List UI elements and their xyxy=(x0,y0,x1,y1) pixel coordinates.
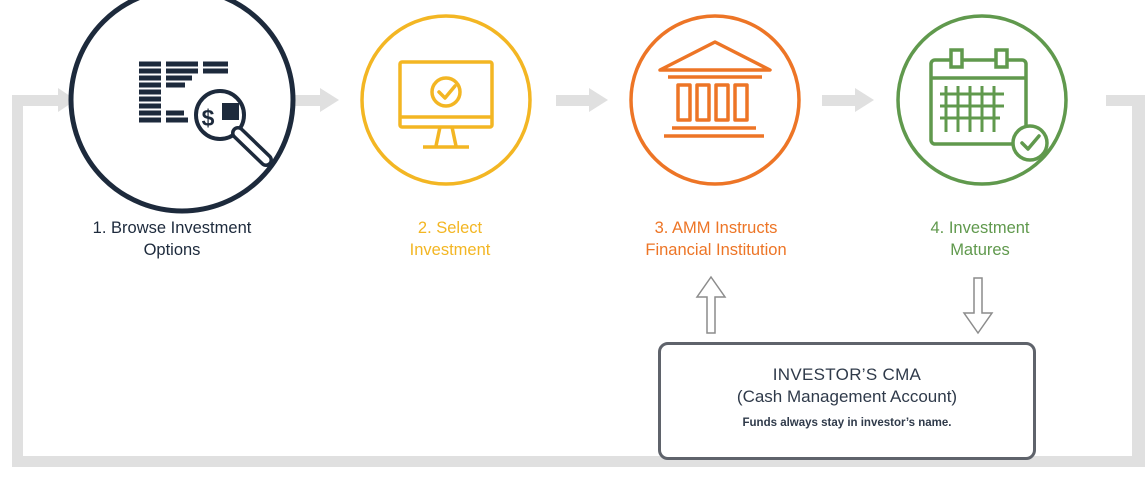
cma-box: INVESTOR’S CMA (Cash Management Account)… xyxy=(658,342,1036,460)
step-3-label: 3. AMM Instructs Financial Institution xyxy=(596,217,836,261)
step-3-node xyxy=(629,14,801,186)
step-4-node xyxy=(896,14,1068,186)
connector-arrow-1-2 xyxy=(287,88,339,112)
monitor-check-icon xyxy=(398,60,494,149)
step-4-label-line1: 4. Investment xyxy=(930,219,1030,237)
return-loop-track xyxy=(12,95,1145,467)
step-3-label-line1: 3. AMM Instructs xyxy=(654,219,778,237)
step-2-label: 2. Select Investment xyxy=(330,217,570,261)
step-2-label-line2: Investment xyxy=(409,241,491,259)
funds-up-arrow xyxy=(695,275,727,334)
connector-arrow-3-4 xyxy=(822,88,874,112)
connector-arrow-loop-start xyxy=(58,88,76,112)
step-1-label-line2: Options xyxy=(143,241,201,259)
step-3-label-line2: Financial Institution xyxy=(645,241,787,259)
cma-note: Funds always stay in investor’s name. xyxy=(742,417,952,429)
step-1-node: $ xyxy=(68,0,296,214)
funds-down-arrow xyxy=(962,277,994,335)
step-1-circle xyxy=(68,0,296,214)
step-4-label-line2: Matures xyxy=(950,241,1010,259)
investment-search-icon: $ xyxy=(139,61,273,167)
step-2-circle xyxy=(360,14,532,186)
step-1-label: 1. Browse Investment Options xyxy=(52,217,292,261)
step-2-label-line1: 2. Select xyxy=(417,219,483,237)
step-4-label: 4. Investment Matures xyxy=(860,217,1100,261)
bank-building-icon xyxy=(658,40,772,138)
dollar-sign: $ xyxy=(202,105,215,131)
cma-title: INVESTOR’S CMA xyxy=(772,365,922,384)
step-1-label-line1: 1. Browse Investment xyxy=(92,219,252,237)
cma-subtitle: (Cash Management Account) xyxy=(736,387,958,406)
connector-arrow-2-3 xyxy=(556,88,608,112)
step-2-node xyxy=(360,14,532,186)
calendar-check-icon xyxy=(929,48,1049,162)
